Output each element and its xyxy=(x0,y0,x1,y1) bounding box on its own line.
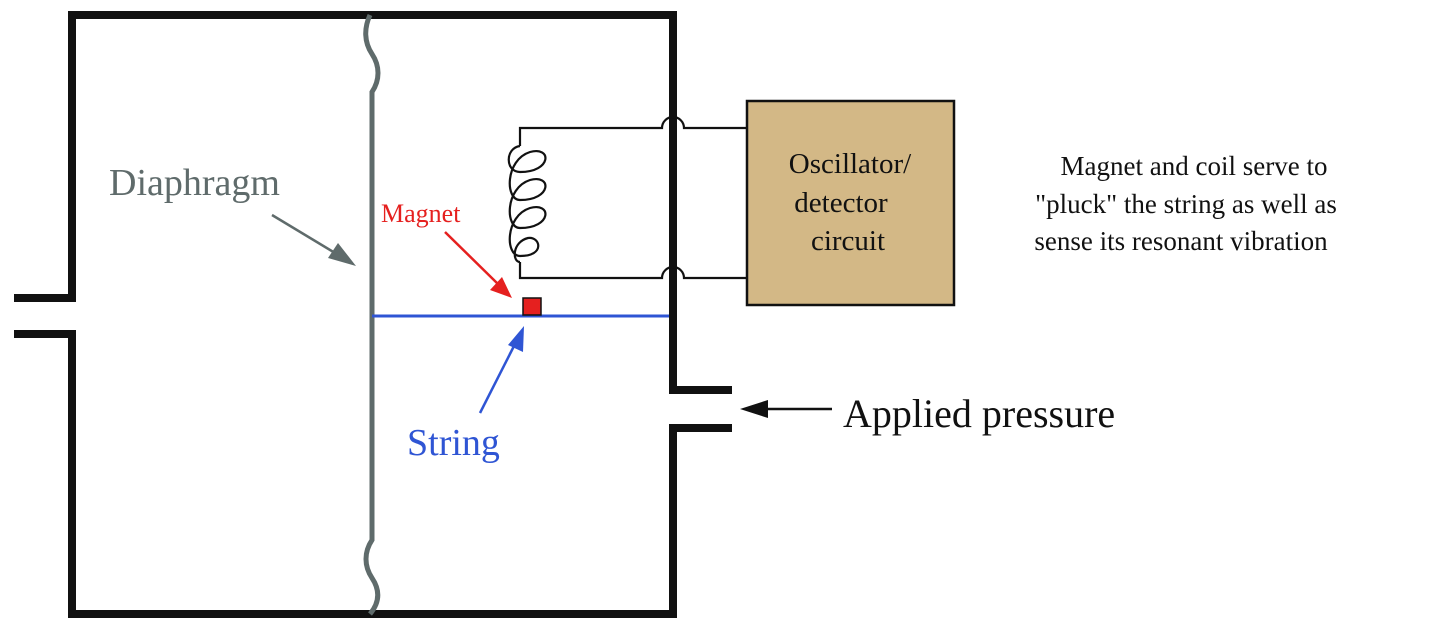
applied-pressure-label: Applied pressure xyxy=(843,391,1115,436)
diaphragm-arrowhead xyxy=(328,243,356,266)
note-line2: "pluck" the string as well as xyxy=(1035,189,1337,219)
coil-wiring xyxy=(518,115,746,280)
diaphragm-label: Diaphragm xyxy=(109,162,280,204)
magnet-label: Magnet xyxy=(381,199,461,228)
string-arrowhead xyxy=(508,326,524,352)
magnet-arrow-shaft xyxy=(444,231,500,286)
string-label: String xyxy=(407,422,500,464)
circuit-label-line2: detector xyxy=(794,187,888,219)
note-line1: Magnet and coil serve to xyxy=(1061,151,1328,181)
string-arrow-shaft xyxy=(478,343,517,414)
diaphragm-arrow-shaft xyxy=(271,213,341,258)
circuit-label-line3: circuit xyxy=(811,225,885,257)
note-line3: sense its resonant vibration xyxy=(1034,226,1328,256)
coil xyxy=(507,144,547,264)
oscillator-detector-box xyxy=(745,99,956,307)
magnet xyxy=(522,297,542,316)
circuit-label-line1: Oscillator/ xyxy=(789,148,912,180)
magnet-arrowhead xyxy=(490,277,512,298)
applied-pressure-arrowhead xyxy=(740,400,768,418)
